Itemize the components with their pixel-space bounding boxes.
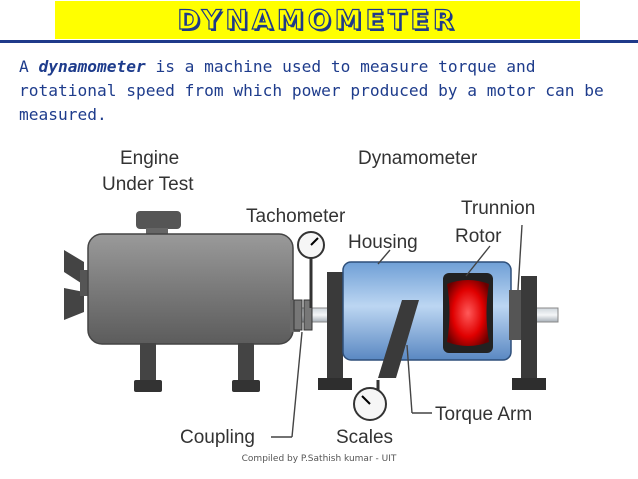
intro-suffix: is a machine used to measure torque and … [19,57,604,124]
trunnion-pedestal-left [318,272,352,390]
label-coupling: Coupling [180,427,255,448]
label-tachometer: Tachometer [246,206,346,227]
label-housing: Housing [348,232,418,253]
title-bar: DYNAMOMETER [55,1,580,39]
intro-term: dynamometer [38,57,146,76]
coupling [293,299,313,331]
leader-lines [271,224,523,438]
label-engine-line1: Engine [120,148,179,169]
tachometer [297,231,325,308]
label-rotor: Rotor [455,226,502,247]
scales [353,380,387,421]
label-scales: Scales [336,427,393,448]
label-engine-line2: Under Test [102,174,194,195]
label-trunnion: Trunnion [461,198,535,219]
torque-arm [378,300,419,378]
label-dynamometer: Dynamometer [358,148,478,169]
title-divider [0,40,638,43]
trunnion-pedestal-right [509,276,546,390]
intro-paragraph: A dynamometer is a machine used to measu… [19,55,624,127]
page-title: DYNAMOMETER [177,4,458,36]
label-torque-arm: Torque Arm [435,404,532,425]
engine-under-test [87,211,300,392]
footer-credit: Compiled by P.Sathish kumar - UIT [241,454,397,464]
intro-prefix: A [19,57,39,76]
rotor [443,273,493,353]
